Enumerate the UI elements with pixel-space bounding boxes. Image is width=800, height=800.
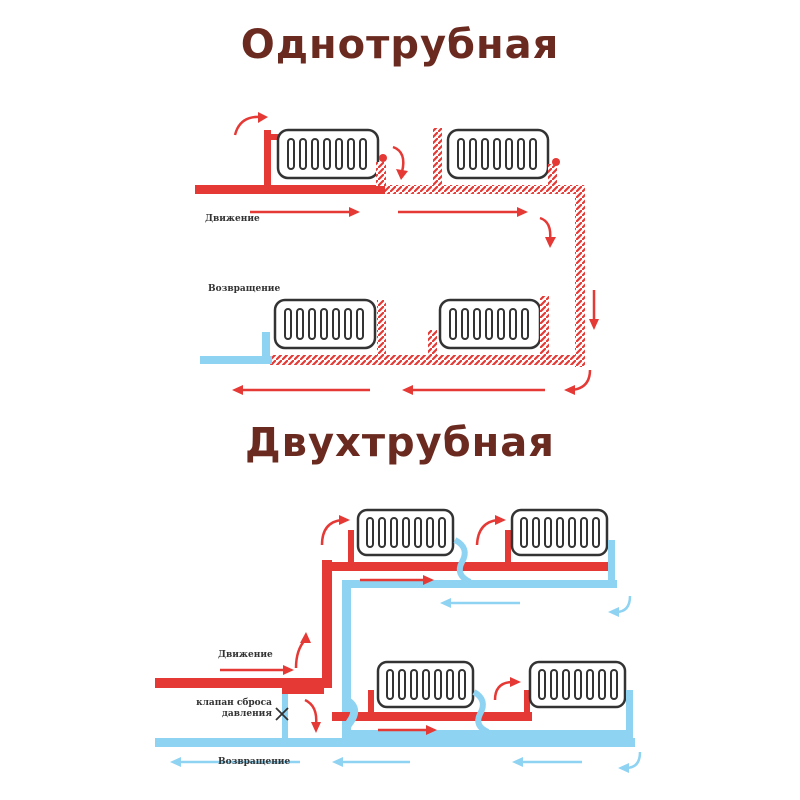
arrow-head [618, 763, 629, 773]
cold-arrow-heads [170, 598, 629, 773]
radiator-inlet [540, 296, 549, 358]
arrow-head [495, 515, 506, 525]
flow-arrow [294, 639, 306, 669]
radiator-outlet [626, 690, 633, 742]
supply-pipe [195, 185, 385, 194]
one-pipe-supply-label: Движение [205, 214, 260, 224]
bypass-pipe [282, 690, 288, 740]
arrow-head [232, 385, 243, 395]
arrow-head [510, 677, 521, 687]
two-pipe-title: Двухтрубная [245, 420, 555, 466]
supply-riser [322, 560, 332, 688]
arrow-head [423, 575, 434, 585]
one-pipe-scheme [195, 112, 599, 395]
arrow-head [332, 757, 343, 767]
radiator-inlet [524, 690, 530, 716]
supply-pipe-hatched [385, 185, 585, 194]
arrow-head [440, 598, 451, 608]
valve-icon [379, 154, 387, 162]
upper-return-line [342, 580, 617, 588]
one-pipe-title: Однотрубная [240, 22, 560, 68]
flow-arrow [233, 115, 263, 136]
supply-riser [264, 130, 271, 188]
upper-supply-line [322, 562, 612, 571]
arrow-heads [232, 112, 599, 395]
return-riser [342, 580, 351, 745]
arrow-head [512, 757, 523, 767]
radiator-outlet [453, 537, 472, 585]
hot-arrows [220, 518, 514, 732]
return-pipe-hatched [270, 355, 585, 365]
radiator [438, 298, 542, 350]
hot-arrow-heads [283, 515, 521, 735]
arrow-head [589, 319, 599, 330]
supply-main [155, 678, 330, 688]
arrow-head [349, 207, 360, 217]
radiator [446, 128, 550, 180]
radiator [273, 298, 377, 350]
two-pipe-scheme [155, 508, 642, 773]
flow-arrow [304, 698, 318, 726]
lower-return-line [351, 730, 631, 738]
radiator-inlet [377, 300, 386, 358]
one-pipe-return-label: Возвращение [208, 284, 281, 294]
arrow-head [517, 207, 528, 217]
flow-arrow [320, 518, 343, 546]
arrow-head [300, 632, 311, 643]
radiator [510, 508, 609, 557]
arrow-head [258, 112, 268, 123]
two-pipe-return-label: Возвращение [218, 757, 291, 767]
radiator [376, 660, 475, 709]
arrow-head [608, 607, 619, 617]
arrow-head [339, 515, 350, 525]
arrow-head [170, 757, 181, 767]
lower-supply-line [332, 712, 532, 721]
radiator-outlet [262, 332, 270, 358]
arrow-head [402, 385, 413, 395]
arrow-head [311, 722, 321, 733]
riser-pipe [575, 185, 585, 367]
arrow-head [545, 237, 556, 248]
radiator [356, 508, 455, 557]
radiator-inlet [433, 128, 442, 186]
radiator-outlet [608, 540, 615, 586]
arrow-head [396, 169, 408, 180]
flow-arrow [475, 518, 499, 546]
flow-arrow [392, 145, 405, 173]
valve-icon [552, 158, 560, 166]
return-pipe-cold [200, 356, 272, 364]
radiator [276, 128, 380, 180]
arrow-head [283, 665, 294, 675]
bypass-pipe [282, 688, 324, 694]
radiator-outlet [376, 162, 386, 186]
radiator-outlet [428, 330, 437, 358]
pressure-valve-icon [275, 707, 289, 721]
return-main [155, 738, 635, 747]
flow-arrows [233, 115, 596, 392]
radiator-connector [268, 134, 282, 140]
radiator-inlet [368, 690, 374, 716]
radiator-outlet [472, 689, 490, 735]
arrow-head [426, 725, 437, 735]
arrow-head [564, 385, 575, 395]
radiator-inlet [505, 530, 511, 564]
flow-arrow [539, 216, 552, 241]
radiator-inlet [348, 530, 354, 564]
riser-bend [342, 696, 359, 744]
radiator-outlet [548, 164, 557, 186]
two-pipe-supply-label: Движение [218, 650, 273, 660]
pressure-valve-label: клапан сброса давления [196, 698, 272, 719]
radiator [528, 660, 627, 709]
